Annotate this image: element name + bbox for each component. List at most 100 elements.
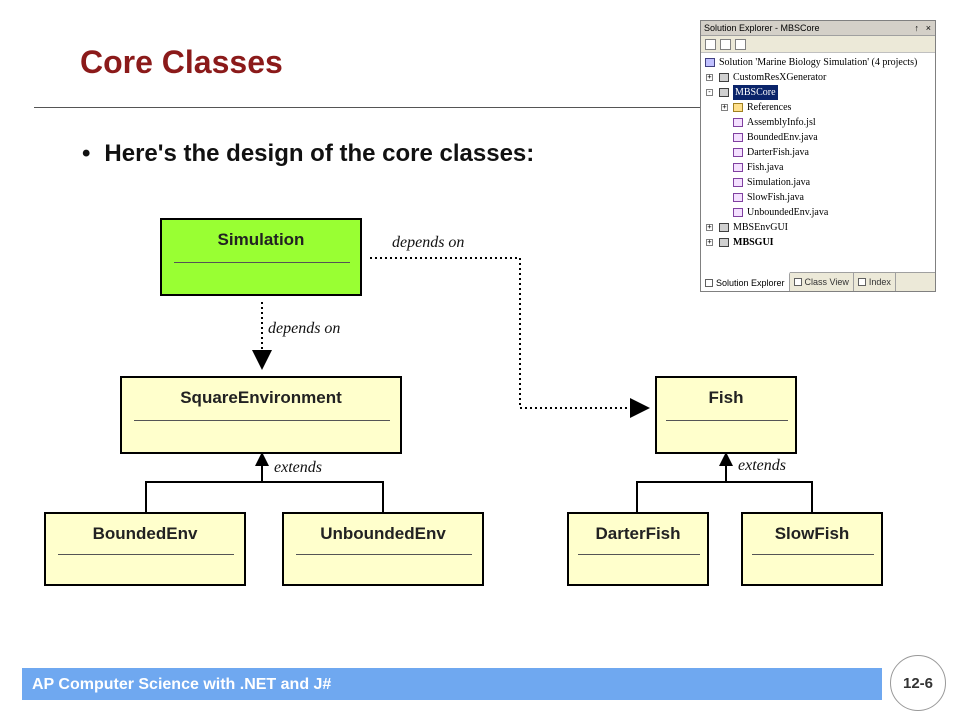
solution-explorer-tabs: Solution Explorer Class View Index	[701, 272, 935, 291]
file-icon	[733, 133, 743, 142]
inheritance-arrow-env	[255, 452, 269, 466]
title-divider	[34, 107, 700, 108]
dependency-line-sim-fish	[370, 257, 650, 418]
footer-text: AP Computer Science with .NET and J#	[32, 676, 332, 693]
solution-explorer-toolbar	[701, 36, 935, 53]
solution-explorer-titlebar: Solution Explorer - MBSCore ↑ ×	[701, 21, 935, 36]
tree-item-file[interactable]: UnboundedEnv.java	[701, 205, 935, 220]
tree-item-label: SlowFish.java	[747, 192, 804, 203]
class-unbounded-env: UnboundedEnv	[282, 512, 484, 586]
bullet-point: • Here's the design of the core classes:	[82, 140, 534, 168]
solution-explorer-panel: Solution Explorer - MBSCore ↑ × Solution…	[700, 20, 936, 292]
tree-item-project-selected[interactable]: - MBSCore	[701, 85, 935, 100]
relation-label-sim-fish: depends on	[392, 234, 465, 251]
tree-item-project[interactable]: + MBSEnvGUI	[701, 220, 935, 235]
tree-item-label: MBSEnvGUI	[733, 222, 789, 233]
class-separator	[578, 554, 700, 555]
project-icon	[719, 73, 729, 82]
tree-item-label: AssemblyInfo.jsl	[747, 117, 816, 128]
inheritance-line-env	[145, 462, 384, 512]
class-name: SlowFish	[774, 524, 850, 543]
properties-icon[interactable]	[735, 38, 746, 50]
class-name: BoundedEnv	[92, 524, 198, 543]
pin-icon[interactable]: ↑	[914, 23, 920, 33]
tree-item-label: BoundedEnv.java	[747, 132, 818, 143]
tree-item-file[interactable]: DarterFish.java	[701, 145, 935, 160]
collapse-minus-icon[interactable]: -	[706, 88, 713, 96]
close-icon[interactable]: ×	[925, 23, 931, 33]
relation-label-env-extends: extends	[274, 459, 322, 476]
project-icon	[719, 223, 729, 232]
tree-item-file[interactable]: Simulation.java	[701, 175, 935, 190]
tab-label: Class View	[804, 277, 849, 287]
tree-item-file[interactable]: SlowFish.java	[701, 190, 935, 205]
tree-item-label: UnboundedEnv.java	[747, 207, 829, 218]
class-name: Simulation	[217, 230, 305, 249]
class-separator	[174, 262, 350, 263]
tab-index[interactable]: Index	[854, 273, 896, 291]
tab-class-view[interactable]: Class View	[790, 273, 854, 291]
relation-label-sim-env: depends on	[268, 320, 341, 337]
page-number: 12-6	[890, 655, 946, 711]
tree-item-file[interactable]: BoundedEnv.java	[701, 130, 935, 145]
class-darter-fish: DarterFish	[567, 512, 709, 586]
class-separator	[134, 420, 390, 421]
solution-explorer-title: Solution Explorer - MBSCore	[704, 23, 820, 33]
relation-label-fish-extends: extends	[738, 457, 786, 474]
class-simulation: Simulation	[160, 218, 362, 296]
tab-label: Solution Explorer	[716, 277, 785, 288]
tree-item-label: Solution 'Marine Biology Simulation' (4 …	[719, 57, 918, 68]
show-all-files-icon[interactable]	[720, 38, 731, 50]
refresh-icon[interactable]	[705, 38, 716, 50]
expand-plus-icon[interactable]: +	[706, 238, 713, 246]
file-icon	[733, 163, 743, 172]
class-view-tab-icon	[793, 278, 802, 286]
solution-tree: Solution 'Marine Biology Simulation' (4 …	[701, 53, 935, 250]
class-name: DarterFish	[595, 524, 681, 543]
class-fish: Fish	[655, 376, 797, 454]
tree-item-label: Simulation.java	[747, 177, 811, 188]
tree-item-folder[interactable]: + References	[701, 100, 935, 115]
tree-item-label: MBSGUI	[733, 237, 774, 248]
class-separator	[752, 554, 874, 555]
class-name: SquareEnvironment	[180, 388, 342, 407]
class-slow-fish: SlowFish	[741, 512, 883, 586]
file-icon	[733, 193, 743, 202]
tree-item-file[interactable]: Fish.java	[701, 160, 935, 175]
tree-item-project[interactable]: + MBSGUI	[701, 235, 935, 250]
project-icon	[719, 88, 729, 97]
tree-item-label: DarterFish.java	[747, 147, 809, 158]
solution-explorer-tab-icon	[705, 278, 713, 287]
expand-plus-icon[interactable]: +	[721, 103, 728, 111]
class-square-environment: SquareEnvironment	[120, 376, 402, 454]
class-name: Fish	[708, 388, 744, 407]
slide-title: Core Classes	[80, 44, 283, 80]
folder-icon	[733, 103, 743, 112]
tree-item-label: References	[747, 102, 792, 113]
class-separator	[296, 554, 472, 555]
tree-item-solution[interactable]: Solution 'Marine Biology Simulation' (4 …	[701, 55, 935, 70]
class-bounded-env: BoundedEnv	[44, 512, 246, 586]
tree-item-file[interactable]: AssemblyInfo.jsl	[701, 115, 935, 130]
class-separator	[58, 554, 234, 555]
bullet-dot: •	[82, 140, 91, 167]
project-icon	[719, 238, 729, 247]
tree-item-label: Fish.java	[747, 162, 784, 173]
tab-label: Index	[868, 277, 891, 287]
file-icon	[733, 148, 743, 157]
expand-plus-icon[interactable]: +	[706, 73, 713, 81]
bullet-text: Here's the design of the core classes:	[104, 140, 535, 167]
tree-item-project[interactable]: + CustomResXGenerator	[701, 70, 935, 85]
tree-item-label: MBSCore	[733, 85, 778, 100]
file-icon	[733, 208, 743, 217]
tree-item-label: CustomResXGenerator	[733, 72, 827, 83]
file-icon	[733, 178, 743, 187]
index-tab-icon	[857, 278, 866, 286]
inheritance-arrow-fish	[719, 452, 733, 466]
class-name: UnboundedEnv	[320, 524, 446, 543]
expand-plus-icon[interactable]: +	[706, 223, 713, 231]
file-icon	[733, 118, 743, 127]
solution-icon	[705, 58, 715, 67]
tab-solution-explorer[interactable]: Solution Explorer	[701, 272, 790, 291]
